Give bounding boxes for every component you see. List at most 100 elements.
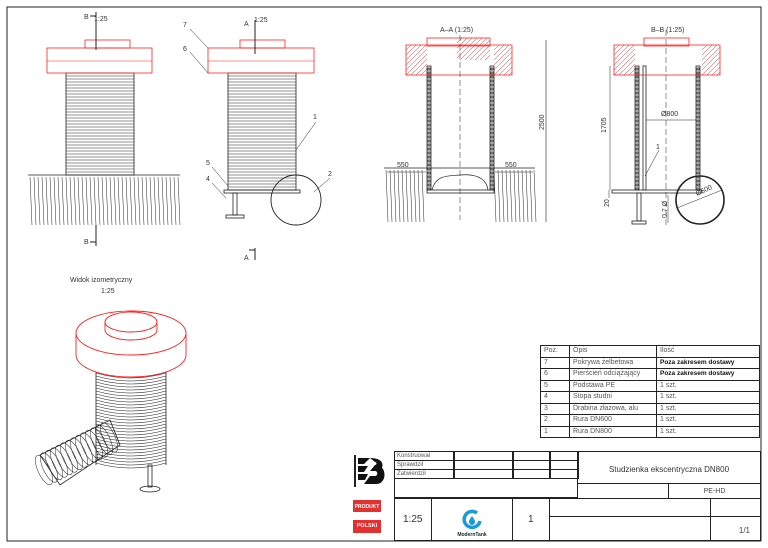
wall-rib <box>696 99 700 103</box>
wall-rib <box>635 111 639 115</box>
shaft-corrugation <box>95 405 167 412</box>
ground-hatch <box>89 176 93 226</box>
hatch-line <box>628 68 636 76</box>
ground-hatch <box>33 176 37 226</box>
part-quantity: 1 szt. <box>656 379 760 392</box>
wall-rib <box>427 167 431 171</box>
hatch-line <box>508 71 513 76</box>
shaft-corrugation <box>95 420 167 427</box>
cap-section <box>613 44 721 76</box>
shaft-corrugation <box>95 429 167 436</box>
shaft-corrugation <box>95 453 167 460</box>
front-section-mark: B <box>84 14 89 21</box>
part-quantity: 1 szt. <box>656 391 760 404</box>
produkt-polski-badge: PRODUKT POLSKI <box>353 500 381 533</box>
wall-rib <box>635 143 639 147</box>
hatch-line <box>711 66 721 76</box>
wall-rib <box>696 187 700 191</box>
wall-rib <box>490 147 494 151</box>
hatch-line <box>405 48 428 71</box>
cap-ring <box>207 47 315 74</box>
section-bb-title: B–B (1:25) <box>651 27 684 34</box>
shaft-corrugation <box>95 444 167 451</box>
wall-rib <box>490 111 494 115</box>
section-aa-title: A–A (1:25) <box>440 27 473 34</box>
part-position: 4 <box>540 391 570 404</box>
wall-rib <box>696 127 700 131</box>
shaft-corrugation <box>95 381 167 388</box>
ground-hatch <box>105 176 109 226</box>
wall-rib <box>427 119 431 123</box>
cap-lid <box>426 37 491 47</box>
wall-rib <box>427 159 431 163</box>
wall-rib <box>635 159 639 163</box>
wall-rib <box>696 67 700 71</box>
wall-rib <box>696 111 700 115</box>
wall-rib <box>696 159 700 163</box>
wall-rib <box>635 151 639 155</box>
wall-rib <box>427 99 431 103</box>
side-section-mark: A <box>244 21 249 28</box>
wall-rib <box>696 183 700 187</box>
hatch-line <box>701 46 721 66</box>
hatch-line <box>405 44 417 56</box>
wall-rib <box>490 95 494 99</box>
wall-rib <box>635 155 639 159</box>
wall-rib <box>635 127 639 131</box>
brand-cell: ModernTank <box>431 498 513 541</box>
hatch-line <box>701 44 708 51</box>
wall-rib <box>490 131 494 135</box>
cap-lid <box>643 37 690 47</box>
hatch-line <box>623 63 636 76</box>
wall-rib <box>490 99 494 103</box>
side-pipe-corrugation <box>45 450 63 480</box>
callout-5: 5 <box>206 160 210 167</box>
wall-rib <box>490 79 494 83</box>
isometric-title: Widok izometryczny <box>70 277 133 284</box>
ground-hatch <box>133 176 137 226</box>
material-cell: PE-HD <box>668 483 761 499</box>
ground-hatch <box>505 169 509 223</box>
callout-leader <box>295 121 317 151</box>
side-pipe-corrugation <box>40 452 58 483</box>
ground-hatch <box>397 169 401 223</box>
wall-rib <box>635 71 639 75</box>
hatch-line <box>493 56 513 76</box>
wall-rib <box>427 187 431 191</box>
wall-rib <box>635 167 639 171</box>
wall-rib <box>427 127 431 131</box>
quantity: 1 <box>528 514 534 525</box>
hatch-line <box>425 73 428 76</box>
wall-rib <box>635 115 639 119</box>
callout-leader <box>211 166 229 187</box>
part-quantity: Poza zakresem dostawy <box>656 368 760 381</box>
wall-rib <box>490 175 494 179</box>
scale: 1:25 <box>403 514 423 525</box>
shaft-corrugation <box>95 450 167 457</box>
dim-1705: 1705 <box>601 117 608 133</box>
ground-hatch <box>169 176 173 226</box>
part-position: 1 <box>540 425 570 438</box>
hatch-line <box>479 49 491 61</box>
wall-rib <box>635 87 639 91</box>
header-pos: Poz. <box>540 345 570 358</box>
callout-leader <box>313 177 331 193</box>
side-scale: 1:25 <box>254 17 268 24</box>
role-text: Konstruował <box>397 453 431 459</box>
hatch-line <box>464 37 488 61</box>
wall-rib <box>427 139 431 143</box>
part-description: Rura DN600 <box>569 414 657 427</box>
ground-hatch <box>69 176 73 226</box>
hatch-line <box>701 56 721 76</box>
wall-rib <box>490 139 494 143</box>
scale-cell: 1:25 <box>394 498 432 541</box>
isometric-view <box>35 310 187 493</box>
shaft-corrugation <box>95 393 167 400</box>
base-plate <box>223 189 301 194</box>
foot-leg <box>636 192 642 222</box>
wall-rib <box>696 123 700 127</box>
shaft-corrugation <box>95 435 167 442</box>
wall-rib <box>490 75 494 79</box>
wall-rib <box>427 135 431 139</box>
